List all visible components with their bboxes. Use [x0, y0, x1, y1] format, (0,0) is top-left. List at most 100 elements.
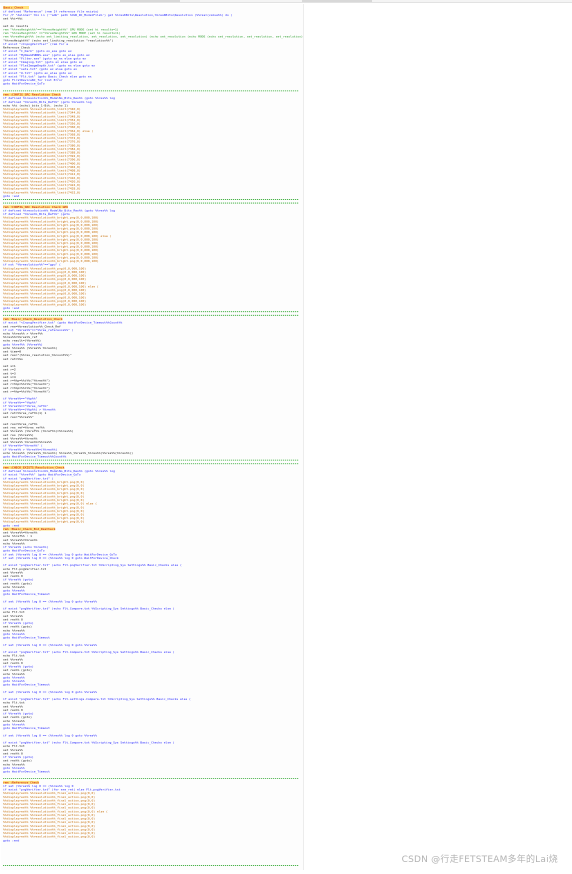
- code-line: %%displayres%% %%resolution%%_limit(7432…: [3, 190, 81, 194]
- code-line: set r=%%p=%%i%%("%%res%%"): [3, 382, 50, 386]
- code-line: set do results: [3, 24, 28, 28]
- code-line: %%displayres%% %%resolution%%_limit(7380…: [3, 143, 81, 147]
- code-line: %%displayres%% %%resolution%%_bright.png…: [3, 484, 84, 488]
- code-line: echo %%ref%% : 1: [3, 534, 32, 538]
- code-line: if %%res%% (goto): [3, 755, 34, 759]
- code-line: %%displayres%% %%resolution%%_final_acti…: [3, 791, 95, 795]
- code-line: set v=4: [3, 375, 16, 379]
- code-line: if exist "MyNewGPUNNS.exe" (goto ex_else…: [3, 53, 90, 57]
- code-line: goto FirstDeviceNC_for list Error: [3, 78, 63, 82]
- code-line: if set (%%res%% log 0 == (%%res%% log 0 …: [3, 552, 117, 556]
- code-line: set res=%%res_ref%%: [3, 422, 38, 426]
- tab-marker[interactable]: [302, 0, 372, 2]
- code-line: rem "%%resHeight%%"=="%%resHeight%%" GPU…: [3, 27, 119, 31]
- code-line: %%displayres%% %%resolution%%_bright.png…: [3, 513, 84, 517]
- code-line: echo %%res%%: [3, 541, 25, 545]
- code-line: %%displayres%% %%resolution%%_limit(7384…: [3, 147, 81, 151]
- code-line: set ret=%%res_ref%%(1) 1: [3, 411, 47, 415]
- code-line: echo %%res%%: [3, 585, 25, 589]
- code-line: goto :end: [3, 194, 19, 198]
- code-line: %%displayres%% %%resolution%%_limit(7388…: [3, 151, 81, 155]
- code-line: %%displayres%% %%resolution%%_limit(7428…: [3, 187, 81, 191]
- code-line: %%displayres%% %%resolution%%_final_acti…: [3, 827, 95, 831]
- code-line: %%displayres%% %%resolution%%_png(0,0,00…: [3, 274, 86, 278]
- code-line: rem :CHECK_EXISTS_Resolution_Check: [3, 465, 65, 469]
- tab-marker[interactable]: [120, 0, 180, 2]
- code-line: set res%% 0: [3, 661, 23, 665]
- code-line: if exist "<C>pngVerifier" (rem for a: [3, 42, 68, 46]
- code-line: goto :end: [3, 838, 19, 842]
- code-line: %%displayres%% %%resolution%%_final_acti…: [3, 802, 95, 806]
- code-line: set res%% 0: [3, 617, 23, 621]
- code-line: if exist "pngVerifier.txt" (echo Flt.Com…: [3, 741, 175, 745]
- code-line: %%displayres%% %%resolution%%_bright.png…: [3, 487, 84, 491]
- code-line: set r=%%p=%%i%%("%%res%%"): [3, 389, 50, 393]
- code-line: if exist "pngVerifier.txt" (for exe_ret)…: [3, 788, 121, 792]
- code-line: set res%% (goto): [3, 759, 32, 763]
- code-line: %%displayres%% %%resolution%%_bright.png…: [3, 494, 84, 498]
- code-line: %%displayres%% %%resolution%%_bright.png…: [3, 237, 99, 241]
- code-line: %%displayres%% %%resolution%%_limit(7404…: [3, 165, 81, 169]
- code-line: %%displayres%% %%resolution%%_limit(7348…: [3, 114, 81, 118]
- code-line: set r=%%p=%%i%%("%%res%%"): [3, 379, 50, 383]
- code-line: set res%% 0: [3, 574, 23, 578]
- code-line: goto WaitForDevice_Timeout: [3, 683, 50, 687]
- code-line: %%displayres%% %%resolution%%_limit(7356…: [3, 122, 81, 126]
- code-line: if defined "%%res%%_Bits_Ref%%" (goto %%…: [3, 100, 92, 104]
- code-line: %%displayres%% %%resolution%%_limit(7344…: [3, 111, 81, 115]
- code-line: if defined %%resolution%%_ModelNo_Bits_R…: [3, 469, 115, 473]
- code-line: set %%res%% (%%ref%% (%%ref%%)=%%res%%): [3, 429, 74, 433]
- code-line: for /f "delims=" %%i in ('"adb" path %CU…: [3, 13, 233, 17]
- code-line: %%displayres%% %%resolution%%_final_acti…: [3, 795, 95, 799]
- code-line: set ret=%%s: [3, 357, 23, 361]
- code-line: goto :end: [3, 306, 19, 310]
- code-line: if %%res%%=="%%res_ref%%": [3, 404, 48, 408]
- code-line: rem :Basic_Check_Resolution_Check: [3, 317, 63, 321]
- code-line: echo result=(%%res%%): [3, 339, 41, 343]
- code-line: %%displayres%% %%resolution%%_limit(7376…: [3, 140, 81, 144]
- code-line: if %%res%% (goto): [3, 578, 34, 582]
- code-line: if set (%%res%% log 0 == (%%res%% log 0 …: [3, 690, 97, 694]
- code-line: if set (%%res%% log 0 == (%%res%% log 0 …: [3, 556, 119, 560]
- label-highlight: [3, 465, 65, 469]
- code-line: %%displayres%% %%resolution%%_png(0,0,00…: [3, 281, 86, 285]
- code-line: if not "%%resolution%%"=="gpu" (: [3, 263, 61, 267]
- code-line: %%displayres%% %%resolution%%_final_acti…: [3, 806, 95, 810]
- code-line: goto WaitForDevice_Timeout: [3, 636, 50, 640]
- code-line: set %%res%%=%%res%%: [3, 531, 38, 535]
- editor-title: Basic_Check: [4, 6, 24, 10]
- code-line: %%displayres%% %%resolution%%_bright.png…: [3, 502, 97, 506]
- code-line: echo Flt.pngVerifier.txt: [3, 567, 47, 571]
- code-line: %%displayres%% %%resolution%%_png(0,0,00…: [3, 284, 99, 288]
- code-line: %%displayres%% %%resolution%%_bright.png…: [3, 219, 99, 223]
- code-line: %%displayres%% %%resolution%%_bright.png…: [3, 223, 99, 227]
- code-line: if set (%%res%% log 0 == (%%res%% log 0 …: [3, 733, 97, 737]
- code-line: rem :CONFIG_SRC Resolution Check: [3, 93, 61, 97]
- code-line: rem :Reference_Check: [3, 780, 39, 784]
- code-line: if exist "sets.txt" (goto ex else goto e…: [3, 67, 77, 71]
- code-line: if exist "C_Dark" (goto on_exe goto ex: [3, 49, 72, 53]
- code-line: if %%res%% (goto): [3, 665, 34, 669]
- code-line: set %%res%%: [3, 570, 23, 574]
- code-line: set %%res%%: [3, 657, 23, 661]
- code-line: set res_ref=%%res_ref%%: [3, 426, 45, 430]
- code-line: %%displayres%% %%resolution%%_bright.png…: [3, 491, 84, 495]
- code-line: %%displayres%% %%resolution%%_final_acti…: [3, 813, 95, 817]
- code-line: %%displayres%% %%resolution%%_final_acti…: [3, 824, 95, 828]
- label-highlight: [3, 780, 39, 784]
- code-line: set res%% 0: [3, 708, 23, 712]
- code-line: set r=%%p=%%i%%("%%res%%"): [3, 386, 50, 390]
- code-line: if set (%%res%% log 0 == (%%res%% log 0: [3, 784, 74, 788]
- code-line: %%displayres%% %%resolution%%_bright.png…: [3, 509, 84, 513]
- code-line: rem "%%resHeight%%" =="%%resHeight%%" GP…: [3, 31, 121, 35]
- code-line: goto %%res%%: [3, 679, 25, 683]
- code-line: echo Flt.txt: [3, 610, 25, 614]
- code-line: echo Flt.txt: [3, 654, 25, 658]
- code-line: %%displayres%% %%resolution%%_limit(7340…: [3, 107, 81, 111]
- code-line: set res%% (goto): [3, 581, 32, 585]
- code-line: echo %%res%%: [3, 762, 25, 766]
- code-line: goto WaitForDevice_Timeout: [3, 770, 50, 774]
- code-line: %%displayres%% %%resolution%%_png(0,0,00…: [3, 292, 86, 296]
